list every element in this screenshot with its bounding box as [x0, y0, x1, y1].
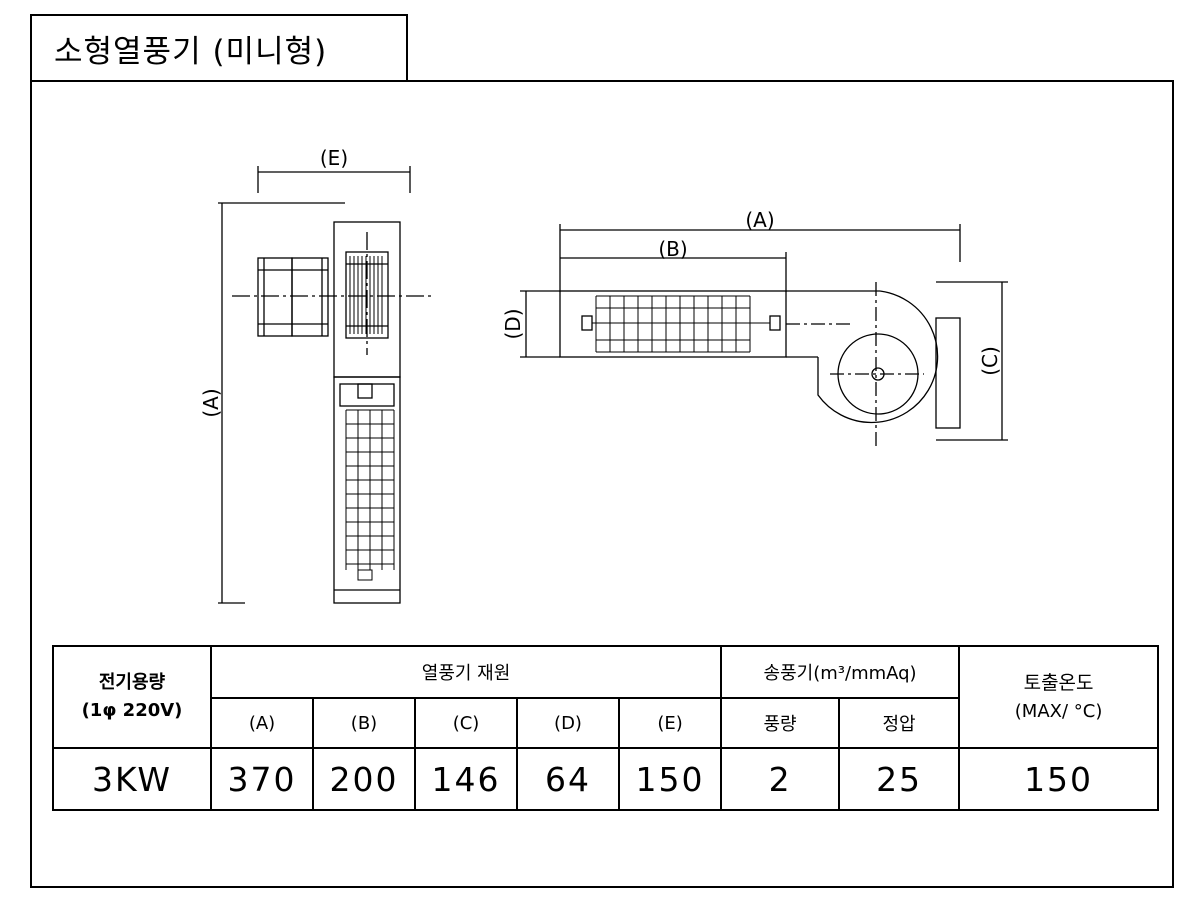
sub-header-air-volume: 풍량 — [720, 697, 841, 749]
dim-label-b: (B) — [658, 237, 687, 261]
value-e: 150 — [617, 747, 723, 811]
power-header-cell: 전기용량 (1φ 220V) — [52, 645, 212, 749]
value-air-volume: 2 — [720, 747, 841, 811]
power-header-line2: (1φ 220V) — [81, 700, 183, 721]
temp-header-line1: 토출온도 — [1023, 672, 1094, 694]
page-title: 소형열풍기 (미니형) — [30, 14, 408, 80]
drawing-frame — [30, 80, 1174, 888]
dim-label-a-side: (A) — [199, 388, 223, 417]
dim-label-e: (E) — [320, 146, 348, 170]
spec-header: 열풍기 재원 — [209, 645, 723, 699]
temp-header-line2: (MAX/ °C) — [1014, 701, 1103, 722]
dim-label-d: (D) — [501, 308, 525, 339]
sub-header-b: (B) — [312, 697, 416, 749]
dim-label-a-top: (A) — [745, 208, 774, 232]
dim-label-c: (C) — [978, 346, 1002, 376]
sub-header-e: (E) — [617, 697, 723, 749]
blower-header: 송풍기(m³/mmAq) — [720, 645, 961, 699]
sub-header-c: (C) — [414, 697, 518, 749]
temp-header-cell: 토출온도 (MAX/ °C) — [958, 645, 1160, 749]
spec-table: 전기용량 (1φ 220V) 열풍기 재원 송풍기(m³/mmAq) 토출온도 … — [52, 645, 1160, 811]
value-c: 146 — [414, 747, 518, 811]
value-static-pressure: 25 — [838, 747, 961, 811]
value-power: 3KW — [52, 747, 212, 811]
value-max-temp: 150 — [958, 747, 1160, 811]
sub-header-d: (D) — [516, 697, 620, 749]
value-a: 370 — [210, 747, 314, 811]
sub-header-a: (A) — [210, 697, 314, 749]
value-d: 64 — [516, 747, 620, 811]
value-b: 200 — [312, 747, 416, 811]
sub-header-static-pressure: 정압 — [838, 697, 961, 749]
power-header-line1: 전기용량 — [98, 672, 166, 693]
